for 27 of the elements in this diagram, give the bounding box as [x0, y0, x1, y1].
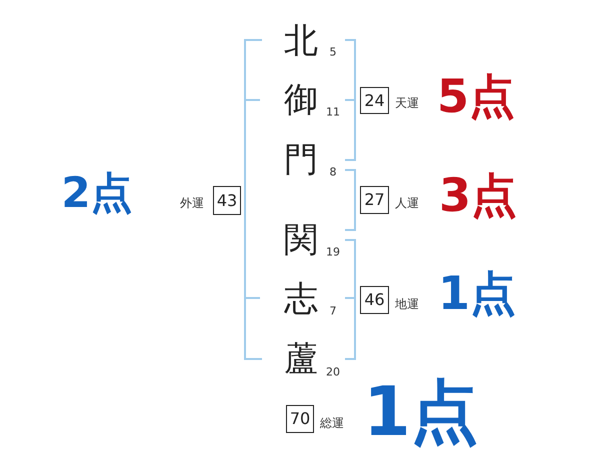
name-character: 北 — [284, 24, 318, 58]
stroke-count: 19 — [326, 246, 340, 258]
fortune-label: 天運 — [395, 97, 419, 109]
score-text: 1点 — [363, 379, 479, 447]
stroke-count: 11 — [326, 106, 340, 118]
number-box: 24 — [360, 87, 389, 114]
stroke-count: 8 — [330, 166, 336, 178]
fortune-label: 総運 — [320, 417, 344, 429]
number-box: 46 — [360, 286, 389, 314]
stroke-count: 20 — [326, 366, 340, 378]
number-box: 27 — [360, 186, 389, 214]
number-box: 70 — [286, 405, 314, 433]
score-text: 5点 — [437, 73, 515, 119]
score-text: 2点 — [61, 172, 133, 214]
name-character: 門 — [284, 143, 318, 177]
score-text: 1点 — [438, 270, 516, 316]
name-character: 蘆 — [284, 342, 318, 376]
number-box: 43 — [213, 186, 241, 215]
score-text: 3点 — [439, 172, 517, 218]
name-character: 志 — [284, 282, 318, 316]
fortune-label: 人運 — [395, 197, 419, 209]
name-character: 関 — [284, 223, 318, 257]
name-character: 御 — [284, 83, 318, 117]
stroke-count: 5 — [330, 46, 336, 58]
fortune-label: 外運 — [180, 197, 204, 209]
stroke-count: 7 — [330, 306, 336, 316]
fortune-label: 地運 — [395, 298, 419, 310]
